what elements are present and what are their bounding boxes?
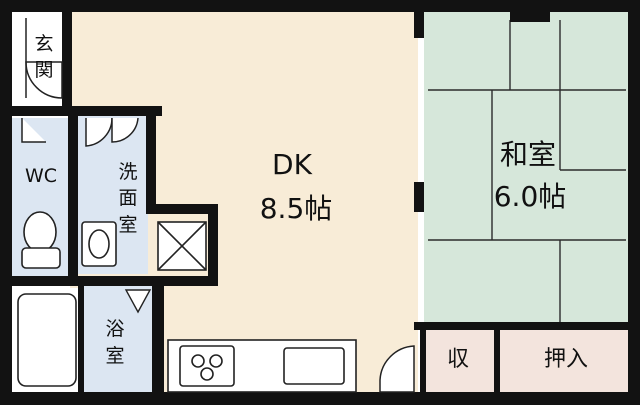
bathtub-icon bbox=[17, 293, 77, 387]
washitsu-floor bbox=[424, 12, 630, 322]
washitsu-name-label: 和室 bbox=[500, 138, 556, 171]
bath-label-2: 室 bbox=[105, 345, 124, 367]
dk-size-label: 8.5帖 bbox=[260, 192, 333, 225]
washroom-label-2: 面 bbox=[118, 187, 137, 209]
door-swings bbox=[21, 61, 415, 393]
oshiire-label: 押入 bbox=[544, 347, 588, 372]
genkan-label-1: 玄 bbox=[34, 33, 53, 55]
washing-machine-pan-icon bbox=[157, 221, 207, 271]
washroom-label-1: 洗 bbox=[118, 161, 137, 183]
toilet-icon bbox=[21, 211, 61, 269]
dk-name-label: DK bbox=[272, 148, 313, 181]
storage-label: 収 bbox=[447, 347, 469, 372]
washbasin-icon bbox=[81, 221, 117, 267]
bath-label-1: 浴 bbox=[105, 318, 124, 340]
bath-door-mark bbox=[124, 289, 152, 314]
wc-label: WC bbox=[25, 165, 57, 187]
genkan-label-2: 関 bbox=[34, 59, 53, 81]
kitchen-counter bbox=[167, 339, 357, 393]
washitsu-size-label: 6.0帖 bbox=[494, 180, 567, 213]
storage-floor bbox=[426, 326, 494, 392]
washroom-label-3: 室 bbox=[118, 214, 137, 236]
oshiire-floor bbox=[500, 326, 630, 392]
tatami-lines bbox=[428, 20, 626, 322]
